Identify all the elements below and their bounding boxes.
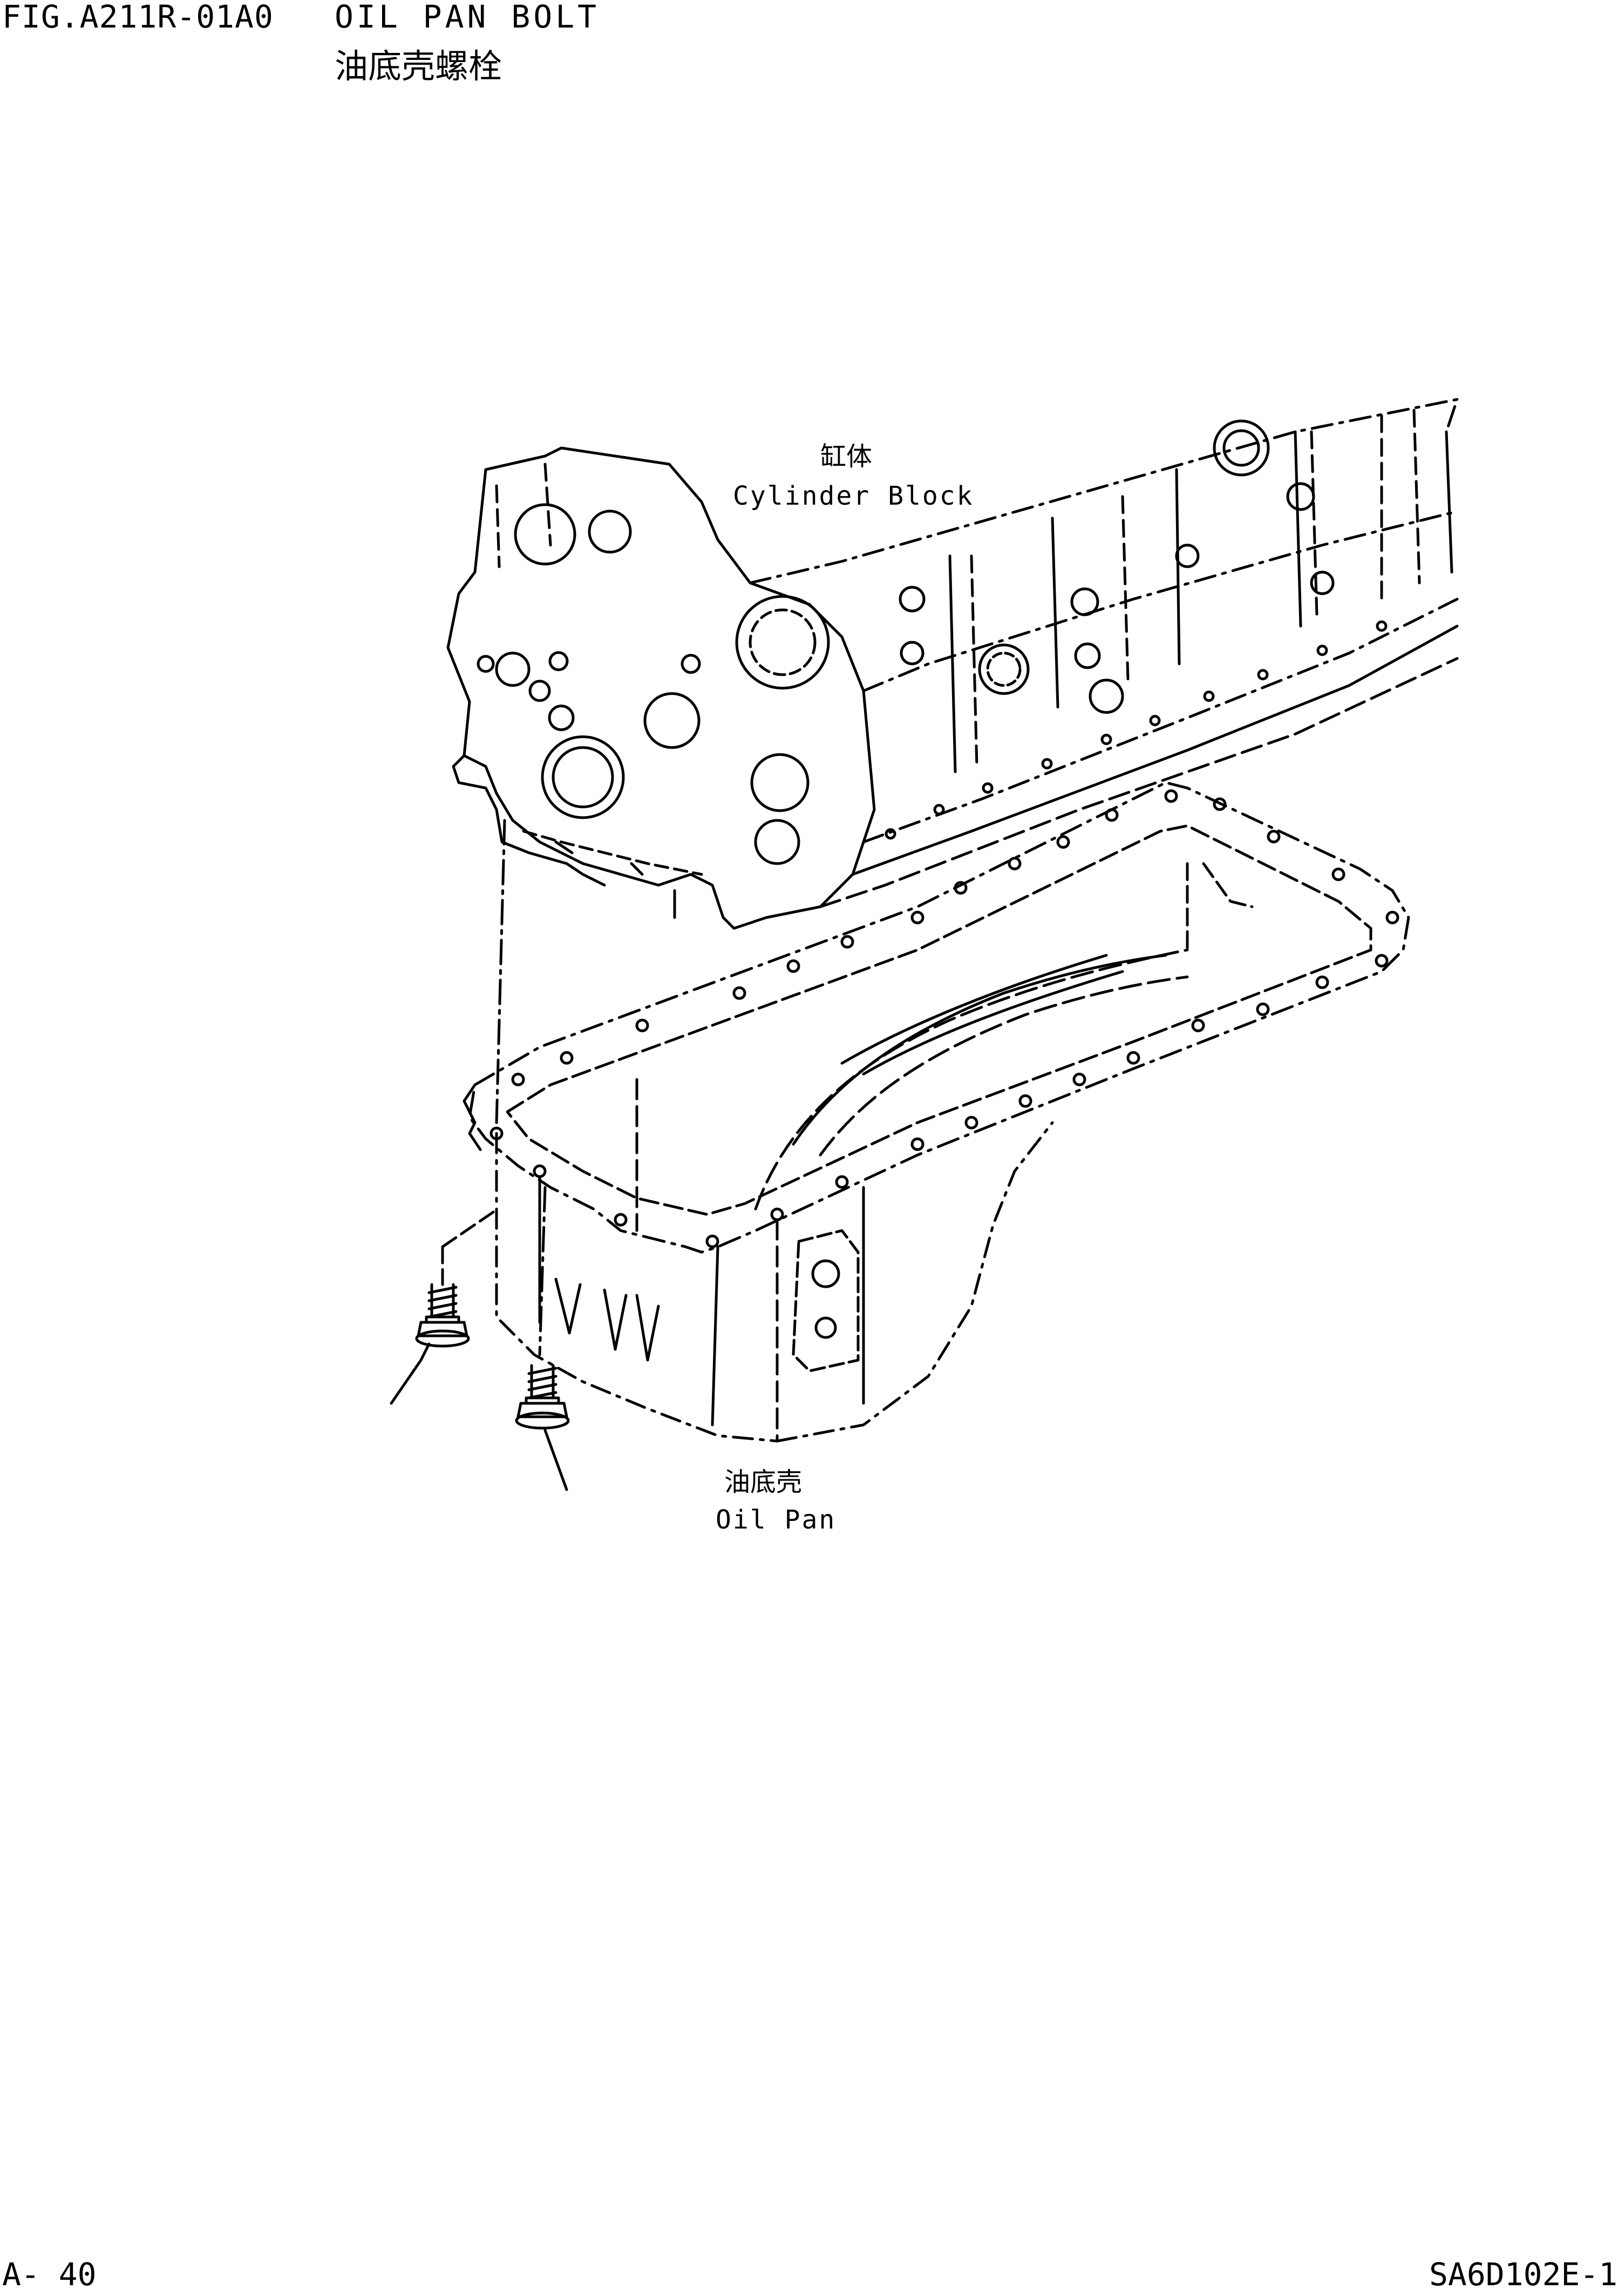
cylinder-block-label: Cylinder Block <box>733 481 974 511</box>
assembly-lines <box>441 819 547 1356</box>
oil-pan-label: Oil Pan <box>716 1505 837 1535</box>
oil-pan-drawing <box>463 781 1410 1443</box>
cylinder-block-label-chinese: 缸体 <box>820 441 873 472</box>
oil-pan-bolt-2 <box>515 1364 570 1491</box>
page-number: A- 40 <box>2 2256 97 2293</box>
figure-title: OIL PAN BOLT <box>335 0 600 35</box>
figure-code: FIG.A211R-01A0 <box>2 0 274 35</box>
oil-pan-label-chinese: 油底壳 <box>724 1467 803 1497</box>
document-code: SA6D102E-1 <box>1429 2256 1618 2293</box>
cylinder-block-drawing <box>446 398 1459 930</box>
figure-title-chinese: 油底壳螺栓 <box>335 46 502 86</box>
oil-pan-bolt-1 <box>390 1283 470 1405</box>
